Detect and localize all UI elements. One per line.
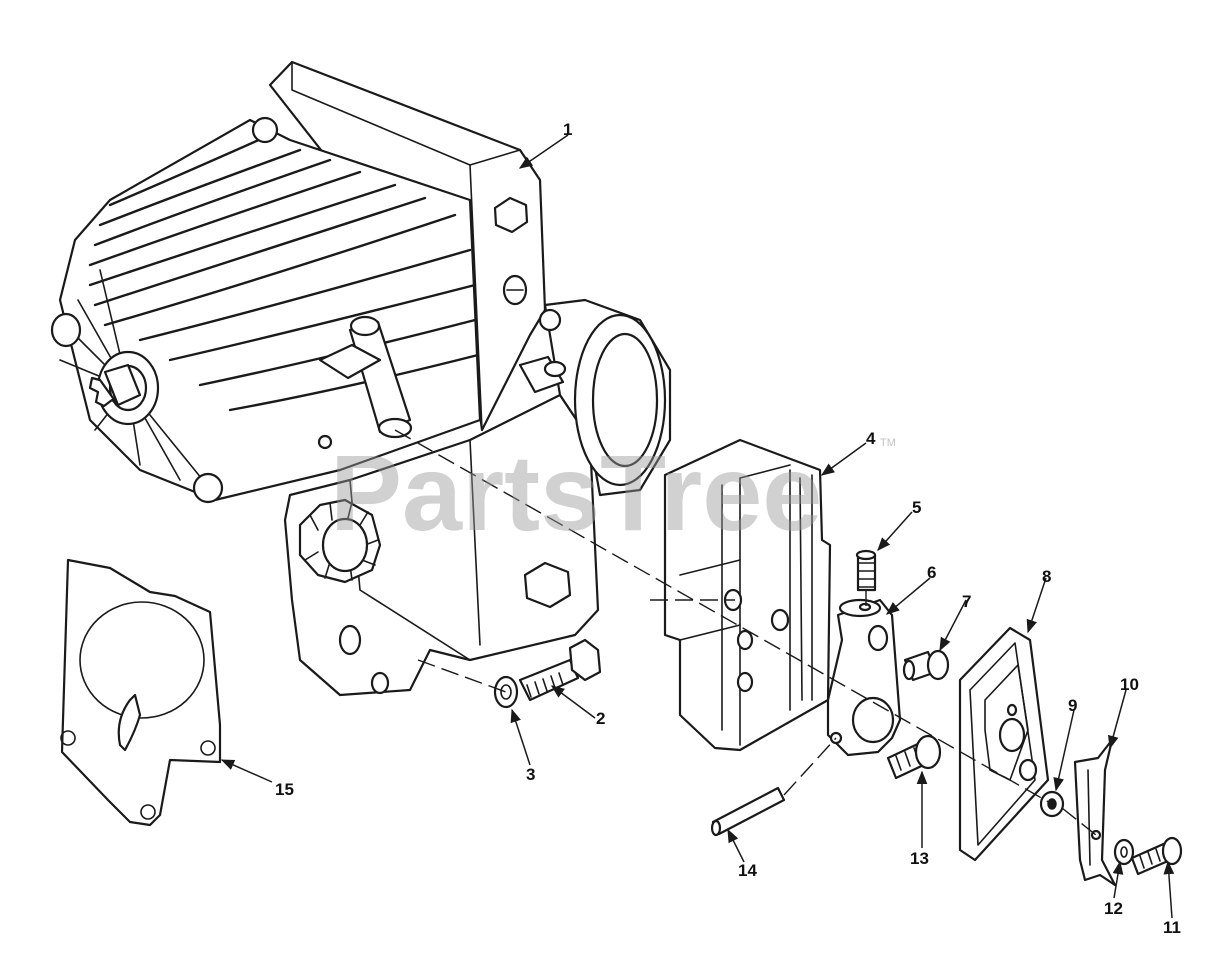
callout-6: 6: [927, 563, 936, 582]
callout-8: 8: [1042, 567, 1051, 586]
callout-9: 9: [1068, 696, 1077, 715]
part-2-bolt[interactable]: [518, 638, 602, 702]
callout-1: 1: [563, 120, 572, 139]
callout-7: 7: [962, 592, 971, 611]
part-13-cap-screw[interactable]: [886, 734, 942, 780]
callout-12: 12: [1104, 899, 1123, 918]
leader-lines: [220, 134, 1175, 919]
part-15-gasket[interactable]: [60, 558, 222, 827]
callout-2: 2: [596, 709, 605, 728]
callout-14: 14: [738, 861, 757, 880]
callout-4: 4: [866, 429, 876, 448]
part-8-cover-plate[interactable]: [958, 626, 1050, 862]
callout-13: 13: [910, 849, 929, 868]
watermark-text: PartsTree: [330, 432, 822, 553]
callout-5: 5: [912, 498, 921, 517]
callout-3: 3: [526, 765, 535, 784]
part-5-set-screw[interactable]: [855, 549, 877, 592]
alignment-lines: [394, 429, 1097, 836]
callout-15: 15: [275, 780, 294, 799]
callout-10: 10: [1120, 675, 1139, 694]
part-11-screw[interactable]: [1130, 836, 1183, 876]
part-1-transmission-housing[interactable]: [50, 60, 672, 697]
watermark: PartsTree TM: [330, 432, 896, 553]
part-10-spring-clip[interactable]: [1073, 738, 1117, 887]
part-12-lock-washer[interactable]: [1113, 838, 1135, 866]
part-3-washer[interactable]: [493, 675, 519, 709]
callout-labels: 1 2 3 4 5 6 7 8 9 10 11 12 13 14 15: [275, 120, 1181, 937]
part-7-pin[interactable]: [902, 649, 950, 682]
watermark-trademark: TM: [880, 437, 896, 449]
part-4-mounting-bracket[interactable]: [663, 438, 832, 752]
callout-11: 11: [1163, 918, 1181, 937]
part-14-dowel-pin[interactable]: [710, 786, 786, 837]
part-6-control-arm[interactable]: [826, 598, 902, 757]
